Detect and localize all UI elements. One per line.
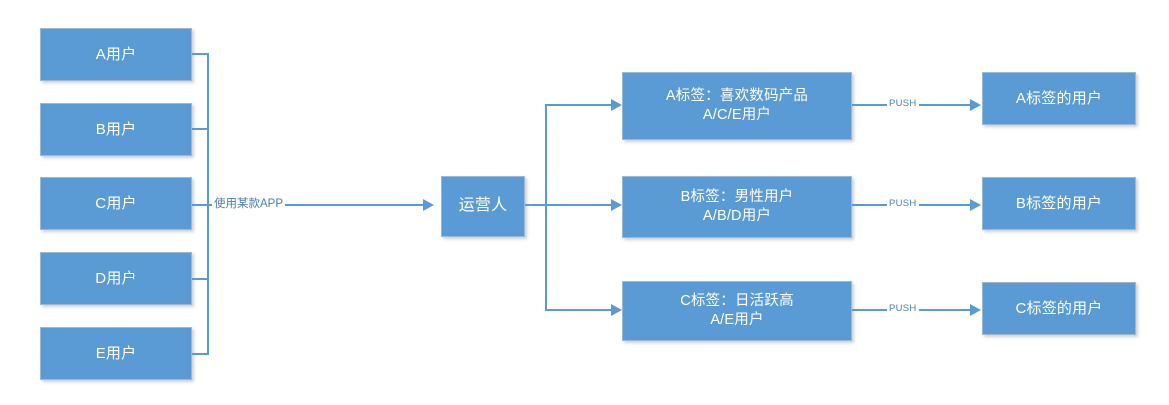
connector-stub-user-b bbox=[192, 128, 209, 130]
edge-label-push-b: PUSH bbox=[887, 198, 919, 209]
node-operator[interactable]: 运营人 bbox=[441, 176, 525, 237]
node-label-line2: A/C/E用户 bbox=[702, 107, 772, 123]
node-label: C标签的用户 bbox=[1015, 299, 1103, 317]
connector-app-to-operator bbox=[207, 204, 423, 206]
node-label: B标签的用户 bbox=[1015, 194, 1103, 212]
node-label-line2: A/B/D用户 bbox=[702, 208, 772, 224]
connector-stub-user-c bbox=[192, 204, 209, 206]
connector-stub-user-a bbox=[192, 53, 209, 55]
arrowhead-operator bbox=[423, 199, 434, 211]
connector-branch-tag-a bbox=[545, 104, 611, 106]
node-user-d[interactable]: D用户 bbox=[40, 252, 192, 305]
connector-operator-out bbox=[525, 204, 547, 206]
node-user-b[interactable]: B用户 bbox=[40, 103, 192, 156]
node-label: A标签的用户 bbox=[1015, 89, 1103, 107]
arrowhead-output-a bbox=[970, 99, 981, 111]
node-label-line1: A标签：喜欢数码产品 bbox=[665, 88, 809, 105]
node-label: 运营人 bbox=[458, 197, 508, 215]
node-output-b[interactable]: B标签的用户 bbox=[982, 177, 1136, 230]
connector-stub-user-d bbox=[192, 278, 209, 280]
node-user-e[interactable]: E用户 bbox=[40, 327, 192, 380]
node-tag-b[interactable]: B标签：男性用户 A/B/D用户 bbox=[622, 176, 852, 238]
arrowhead-tag-b bbox=[611, 199, 622, 211]
node-label: A用户 bbox=[95, 45, 137, 63]
node-tag-c[interactable]: C标签：日活跃高 A/E用户 bbox=[622, 281, 852, 341]
node-user-a[interactable]: A用户 bbox=[40, 28, 192, 81]
connector-branch-tag-b bbox=[545, 204, 611, 206]
connector-branch-tag-c bbox=[545, 309, 611, 311]
node-label: B用户 bbox=[95, 120, 137, 138]
edge-label-use-app: 使用某款APP bbox=[212, 198, 286, 211]
node-label: C用户 bbox=[95, 194, 137, 212]
node-output-c[interactable]: C标签的用户 bbox=[982, 282, 1136, 335]
node-label: D用户 bbox=[95, 269, 137, 287]
edge-label-push-c: PUSH bbox=[887, 303, 919, 314]
arrowhead-tag-a bbox=[611, 99, 622, 111]
arrowhead-output-c bbox=[970, 304, 981, 316]
arrowhead-output-b bbox=[970, 199, 981, 211]
node-tag-a[interactable]: A标签：喜欢数码产品 A/C/E用户 bbox=[622, 72, 852, 140]
connector-trunk-right bbox=[545, 104, 547, 310]
node-label-line1: B标签：男性用户 bbox=[680, 189, 794, 206]
node-label-line1: C标签：日活跃高 bbox=[680, 293, 794, 310]
node-label: E用户 bbox=[95, 344, 137, 362]
node-output-a[interactable]: A标签的用户 bbox=[982, 72, 1136, 125]
connector-stub-user-e bbox=[192, 353, 209, 355]
arrowhead-tag-c bbox=[611, 304, 622, 316]
edge-label-push-a: PUSH bbox=[887, 98, 919, 109]
node-label-line2: A/E用户 bbox=[710, 312, 764, 328]
node-user-c[interactable]: C用户 bbox=[40, 177, 192, 230]
